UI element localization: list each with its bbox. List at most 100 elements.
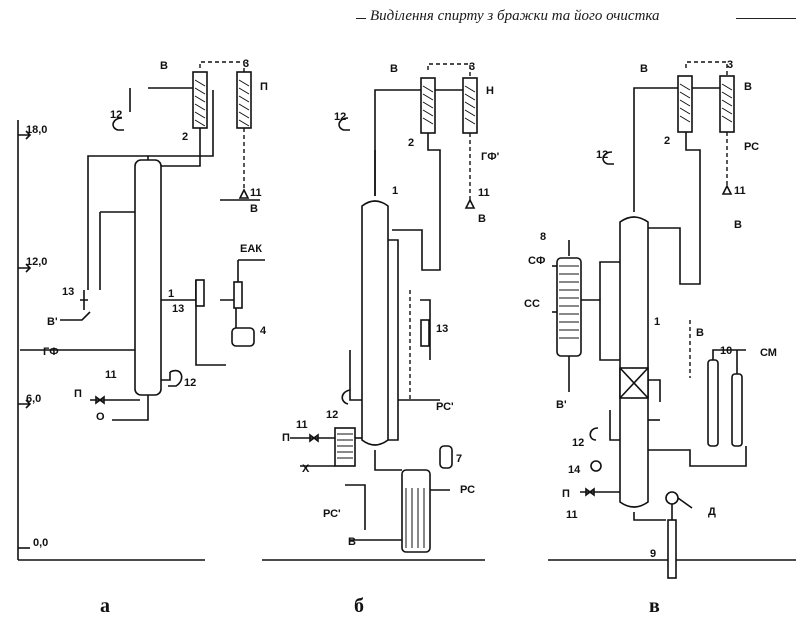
pipe-v-top [633,87,678,212]
lantern-b [420,319,430,347]
label-a-11-bottom: 11 [105,369,117,381]
label-v-water-mid: В [696,327,704,339]
label-a-13-left: 13 [62,286,74,298]
label-a-gf: ГФ [43,346,59,358]
panel-b: В ГФ' П Х РС' РС' РС В 1 2 3 Н 11 11 В 1… [262,61,500,617]
label-a-eak: ЕАК [240,243,262,255]
label-v-11-bottom: 11 [566,509,578,521]
elevation-scale: 18,0 12,0 6,0 0,0 [17,120,205,561]
label-a-steam: П [74,388,82,400]
label-b-3: 3 [469,61,475,73]
label-b-H: Н [486,85,494,97]
pipe-a-dashed-top [199,61,245,72]
label-v-3: 3 [727,59,733,71]
header-rule-right [736,18,796,19]
exchanger-8 [556,257,582,357]
label-a-outlet: О [96,411,105,423]
lantern-a-right [233,281,243,309]
label-v-2: 2 [664,135,670,147]
label-v-column: 1 [654,316,660,328]
label-b-valve-water: В [478,213,486,225]
label-b-rs2: РС' [323,508,341,520]
pump-v [665,491,679,505]
label-v-B: В [744,81,752,93]
label-b-x: Х [302,463,310,475]
separator-10-right [731,373,743,447]
vessel-b [401,469,431,553]
label-b-12-bottom: 12 [326,409,338,421]
label-a-cooler-water: В [250,203,258,215]
label-v-ss: СС [524,298,540,310]
trap-b-top [338,117,350,131]
column-a [134,159,162,396]
label-b-11-bottom: 11 [296,419,308,431]
separator-10-left [707,359,719,447]
label-b-rs: РС [460,484,475,496]
label-a-P: П [260,81,268,93]
trap-a-bottom [168,369,183,387]
label-v-12-top: 12 [596,149,608,161]
valve-b-bottom [309,433,319,443]
valve-b-top [464,198,476,209]
label-v-11-top: 11 [734,185,746,197]
label-a-13-right: 13 [172,303,184,315]
lantern-a-left-13 [80,290,88,310]
label-b-13: 13 [436,323,448,335]
label-a-12-top: 12 [110,109,122,121]
caption-v: в [649,595,660,617]
label-v-water-left: В' [556,399,567,411]
valve-a-top [238,188,250,199]
caption-b: б [354,595,364,617]
label-v-sf: СФ [528,255,545,267]
label-v-14: 14 [568,464,581,476]
column-v [619,216,649,508]
valve-v-bottom [585,487,595,497]
label-b-12-top: 12 [334,111,346,123]
tank-7 [439,445,453,469]
label-a-4: 4 [260,325,267,337]
valve-v-top [721,184,733,195]
pump-9 [667,519,677,579]
level-18: 18,0 [26,124,47,136]
unit-14 [590,460,602,472]
pipe-a-left [87,155,149,290]
label-v-9: 9 [650,548,656,560]
level-12: 12,0 [26,256,47,268]
label-v-valve-water: В [734,219,742,231]
label-a-12-bottom: 12 [184,377,196,389]
label-b-steam: П [282,432,290,444]
label-a-11-top: 11 [250,187,262,199]
label-v-rs: РС [744,141,759,153]
panel-a: 18,0 12,0 6,0 0,0 [17,58,268,617]
cooler-a [231,327,255,347]
page-header: Виділення спирту з бражки та його очистк… [0,4,800,30]
label-a-2: 2 [182,131,188,143]
dephlegmator-v [677,75,693,133]
label-b-column: 1 [392,185,398,197]
label-v-sm: СМ [760,347,777,359]
label-a-water-top: В [160,60,168,72]
trap-a-top [112,117,124,131]
label-v-steam: П [562,488,570,500]
label-a-3: 3 [243,58,249,70]
column-b [361,200,389,446]
label-b-7: 7 [456,453,462,465]
label-b-2: 2 [408,137,414,149]
label-b-water-bottom: В [348,536,356,548]
label-a-column: 1 [168,288,174,300]
heater-b [334,427,356,467]
level-0: 0,0 [33,537,48,549]
label-b-11-top: 11 [478,187,490,199]
label-v-8: 8 [540,231,546,243]
valve-a-bottom [95,395,105,405]
label-v-10: 10 [720,345,732,357]
section-title: Виділення спирту з бражки та його очистк… [370,8,660,24]
trap-v-top [602,151,614,165]
lantern-a-left [195,279,205,307]
label-b-gf: ГФ' [481,151,500,163]
label-b-rs1: РС' [436,401,454,413]
level-6: 6,0 [26,393,41,405]
label-v-water-top: В [640,63,648,75]
trap-b-bottom [341,389,351,405]
